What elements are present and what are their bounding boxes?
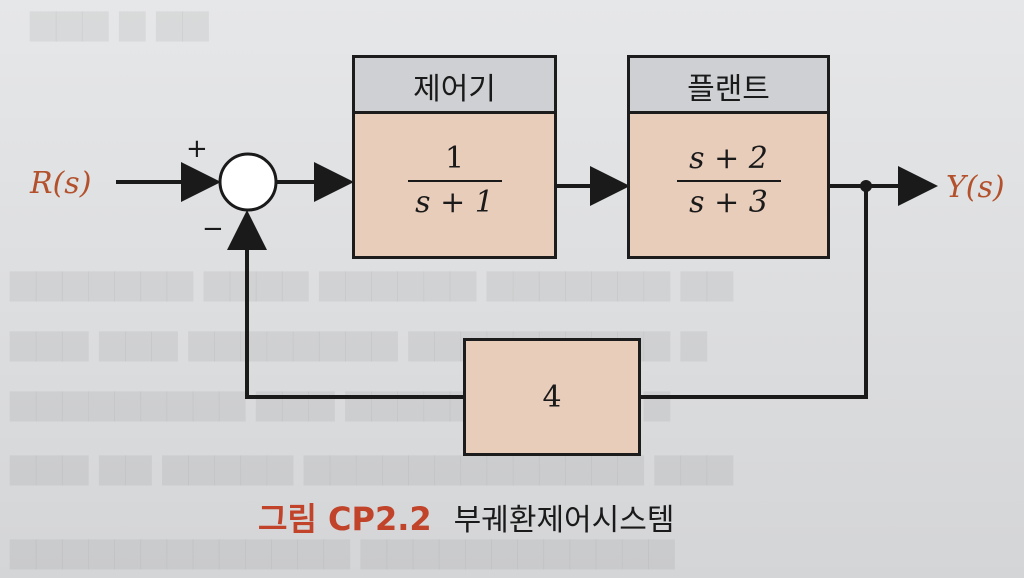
fraction-bar [407, 180, 502, 182]
feedback-block: 4 [463, 338, 641, 456]
plant-numerator: s + 2 [689, 141, 768, 176]
controller-block [352, 111, 557, 259]
fraction-bar [676, 180, 781, 182]
controller-denominator: s + 1 [415, 185, 494, 220]
figure-caption: 그림 CP2.2 부궤환제어시스템 [258, 494, 674, 540]
caption-label: 그림 CP2.2 [258, 500, 432, 538]
background-bleed: ▆▆▆ ▆ ▆▆ [30, 2, 209, 42]
plant-block [627, 111, 830, 259]
controller-numerator: 1 [444, 141, 465, 176]
minus-sign: − [202, 214, 224, 244]
caption-title: 부궤환제어시스템 [453, 503, 675, 538]
summing-junction [218, 152, 278, 212]
controller-transfer-function: 1 s + 1 [352, 140, 557, 222]
controller-header-label: 제어기 [413, 71, 496, 107]
background-bleed: ▆▆▆▆▆▆▆▆▆▆▆▆▆ ▆▆▆▆▆▆▆▆▆▆▆▆ [10, 530, 675, 570]
plant-header: 플랜트 [627, 55, 830, 113]
plant-denominator: s + 3 [689, 185, 768, 220]
feedback-gain: 4 [542, 379, 562, 415]
plant-header-label: 플랜트 [687, 71, 770, 107]
plant-transfer-function: s + 2 s + 3 [627, 140, 830, 222]
feedback-line-right [640, 186, 868, 399]
feedback-line-left [227, 210, 464, 399]
input-signal-label: R(s) [30, 166, 92, 201]
background-bleed: ▆▆▆▆▆▆▆ ▆▆▆▆ ▆▆▆▆▆▆ ▆▆▆▆▆▆▆ ▆▆ [10, 262, 734, 302]
output-signal-label: Y(s) [946, 170, 1005, 205]
plus-sign: + [186, 134, 208, 164]
controller-header: 제어기 [352, 55, 557, 113]
